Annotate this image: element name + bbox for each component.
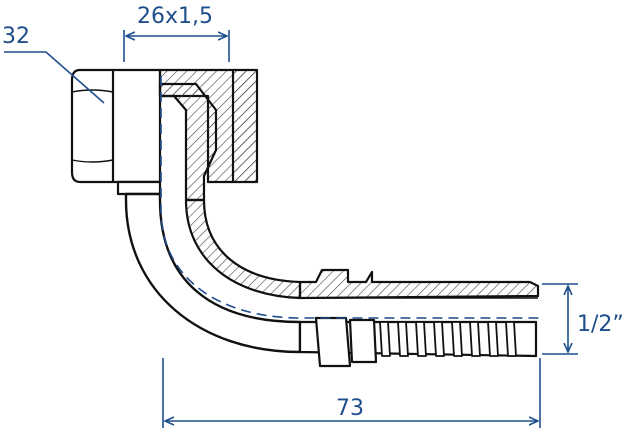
hex-leader <box>4 51 105 104</box>
center-lines <box>160 76 540 319</box>
hose-tail <box>298 268 540 368</box>
dimension-lines <box>4 30 578 428</box>
hose-size-label: 1/2” <box>577 312 624 337</box>
thread-size-label: 26x1,5 <box>137 4 214 29</box>
hex-nut <box>70 68 162 196</box>
length-label: 73 <box>336 396 364 421</box>
elbow-body <box>124 192 302 354</box>
hex-size-label: 32 <box>2 24 30 49</box>
elbow-wall-section <box>184 198 302 300</box>
